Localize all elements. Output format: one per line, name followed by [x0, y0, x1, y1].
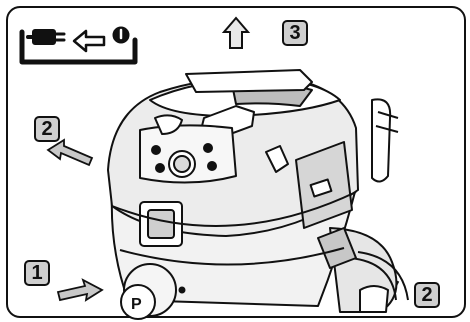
svg-text:P: P [131, 296, 142, 313]
push-arrow-icon [48, 140, 92, 165]
vacuum-body: P [108, 70, 408, 319]
step-2-right-badge: 2 [414, 282, 440, 308]
power-plug-icon [22, 27, 135, 62]
step-3-badge: 3 [282, 20, 308, 46]
step-2-left-badge: 2 [34, 116, 60, 142]
push-arrow-icon [58, 280, 102, 300]
step-1-badge: 1 [24, 260, 50, 286]
up-arrow-icon [224, 18, 248, 48]
